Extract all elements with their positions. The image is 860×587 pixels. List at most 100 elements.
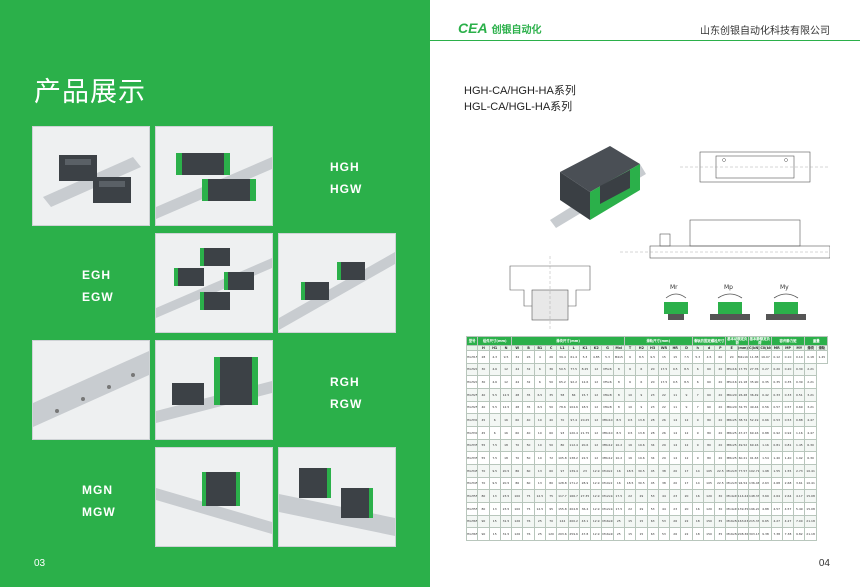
table-cell: 55 <box>477 451 490 465</box>
table-cell: 120 <box>702 489 716 503</box>
table-cell: 18 <box>499 438 513 453</box>
table-cell: 13.8 <box>635 425 648 440</box>
table-cell: 1.16 <box>759 438 772 453</box>
table-row: HGH25HA405.512.548356.55078.6104.618.512… <box>465 400 828 415</box>
top-view-drawing <box>680 138 830 198</box>
table-cell: 80 <box>702 425 716 440</box>
table-cell: 28 <box>477 350 490 364</box>
table-cell: 11.38 <box>748 350 761 364</box>
table-cell: 19.6 <box>635 438 648 453</box>
table-cell: 105 <box>702 463 716 478</box>
table-cell: 53 <box>657 514 671 529</box>
table-cell: M16x50 <box>725 527 738 541</box>
table-cell: 6 <box>691 362 704 377</box>
table-cell: 23 <box>646 400 659 415</box>
table-cell: 15 <box>669 350 682 364</box>
table-cell: 4.88 <box>759 501 772 516</box>
table-cell: 163.63 <box>736 514 750 529</box>
table-cell: 20 <box>725 350 738 364</box>
table-cell: 29 <box>657 451 671 465</box>
table-cell: 8 <box>612 387 625 402</box>
table-cell: 76 <box>522 514 535 529</box>
table-cell: 6 <box>623 350 637 364</box>
header-divider <box>430 40 860 41</box>
table-cell: 12.9 <box>590 501 603 516</box>
series-title-1: HGH-CA/HGH-HA系列 <box>464 85 576 97</box>
table-cell: 7.00 <box>793 514 806 529</box>
table-cell: 18.5 <box>623 476 637 491</box>
table-cell: 8 <box>612 362 625 377</box>
table-cell: 30 <box>477 375 490 389</box>
table-cell: 39.4 <box>556 350 569 364</box>
table-cell: 44 <box>511 362 524 377</box>
table-cell: 28 <box>646 413 659 427</box>
table-cell: 17.5 <box>612 489 625 503</box>
table-cell: 7.5 <box>488 451 501 465</box>
table-cell: 14 <box>669 438 682 453</box>
table-cell: M6x20 <box>725 400 738 415</box>
table-cell: HGH30CA <box>465 413 479 427</box>
left-page: 产品展示 HGH HGW EGH EGW RGH RGW MGN MGW 03 <box>0 0 430 587</box>
table-cell: 27.76 <box>748 362 761 377</box>
table-cell: 22 <box>657 387 671 402</box>
table-cell: 65.2 <box>556 375 569 389</box>
table-cell: 25 <box>533 514 546 529</box>
table-row: HGH45CA709.520.58660136097139.42312.9M10… <box>465 463 828 478</box>
col-group: 滑块尺寸(mm) <box>511 336 625 346</box>
table-cell: 1.55 <box>781 463 795 478</box>
table-cell: 63 <box>646 514 659 529</box>
table-cell: 0.88 <box>793 413 806 427</box>
table-cell: 60 <box>522 463 535 478</box>
table-cell: 10 <box>533 451 546 465</box>
table-cell: 2.21 <box>804 375 817 389</box>
table-cell: 22 <box>623 489 637 503</box>
table-cell: 3.21 <box>804 400 817 415</box>
table-cell: 21.18 <box>804 514 817 529</box>
table-cell: 120 <box>544 527 558 541</box>
table-cell: M12x35 <box>725 463 738 478</box>
table-cell: 15 <box>488 514 501 529</box>
table-cell: 12 <box>590 413 603 427</box>
table-cell: 60 <box>714 350 727 364</box>
table-cell: 77.57 <box>736 463 750 478</box>
table-cell: 12.5 <box>499 387 513 402</box>
table-cell: M6x20 <box>725 387 738 402</box>
table-cell: 70 <box>477 476 490 491</box>
table-cell: 20 <box>714 362 727 377</box>
table-cell: 139.35 <box>736 501 750 516</box>
table-cell: 20 <box>714 413 727 427</box>
table-cell: 35.90 <box>748 375 761 389</box>
table-cell: 1.16 <box>793 425 806 440</box>
table-cell: 47.27 <box>736 425 750 440</box>
table-cell: 18.5 <box>623 463 637 478</box>
table-cell: 5.49 <box>793 501 806 516</box>
table-cell: 4 <box>533 350 546 364</box>
table-cell: 20 <box>714 400 727 415</box>
table-cell: 0.53 <box>770 413 783 427</box>
col-group: 型号 <box>465 336 479 346</box>
product-photo-rgh-1 <box>32 340 150 440</box>
table-cell: 17 <box>680 476 693 491</box>
table-cell: 0.30 <box>793 362 806 377</box>
table-cell: 120 <box>702 501 716 516</box>
table-cell: 78.6 <box>556 400 569 415</box>
table-cell: 2.68 <box>770 476 783 491</box>
table-cell: M5x6 <box>601 375 614 389</box>
table-cell: 21.18 <box>736 375 750 389</box>
table-cell: 12.9 <box>590 527 603 541</box>
table-cell: HGH20CA <box>465 362 479 377</box>
table-cell: 36 <box>544 362 558 377</box>
table-cell: 138.2 <box>567 451 580 465</box>
sub-header-cell: H1 <box>488 345 501 351</box>
table-cell: 90 <box>477 514 490 529</box>
table-cell: 9.82 <box>793 527 806 541</box>
table-cell: 8 <box>612 400 625 415</box>
table-cell: 14 <box>669 425 682 440</box>
table-cell: 80 <box>477 501 490 516</box>
table-cell: M4x16 <box>736 350 750 364</box>
table-cell: 70 <box>511 438 524 453</box>
label-rgh: RGH <box>330 375 360 389</box>
table-cell: 12 <box>590 375 603 389</box>
table-cell: 4.6 <box>488 362 501 377</box>
table-cell: 12 <box>590 438 603 453</box>
